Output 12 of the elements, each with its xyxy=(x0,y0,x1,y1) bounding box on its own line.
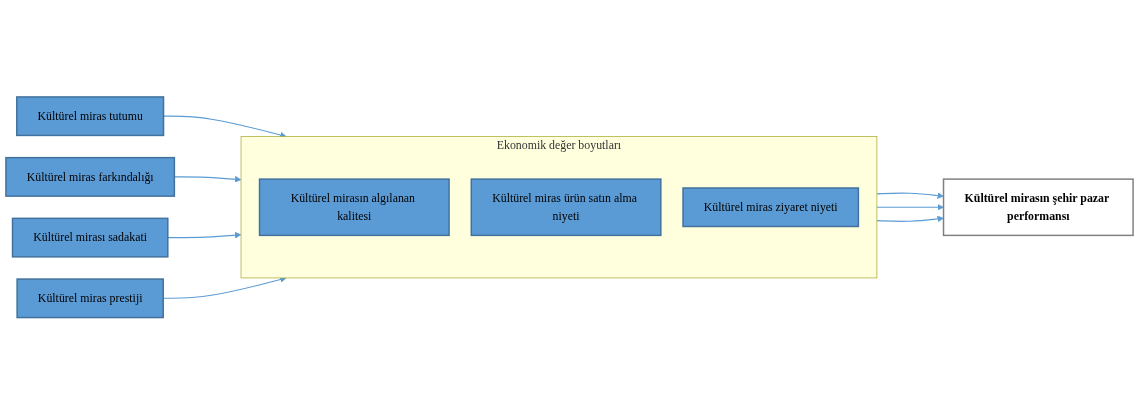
arrow xyxy=(167,231,242,239)
node-box: Kültürel mirasın algılanan kalitesi xyxy=(258,178,450,236)
node-box: Kültürel miras ziyaret niyeti xyxy=(682,187,860,227)
arrow xyxy=(876,215,944,222)
node-box: Kültürel miras prestiji xyxy=(16,278,164,319)
arrow xyxy=(876,203,944,211)
arrow xyxy=(876,192,944,199)
node-box: Kültürel miras farkındalığı xyxy=(5,156,176,197)
node-box: Kültürel miras ürün satın alma niyeti xyxy=(470,178,662,236)
node-box: Kültürel miras tutumu xyxy=(16,95,165,136)
node-box: Kültürel mirası sadakati xyxy=(11,217,169,258)
node-box: Kültürel mirasın şehir pazar performansı xyxy=(942,178,1134,236)
